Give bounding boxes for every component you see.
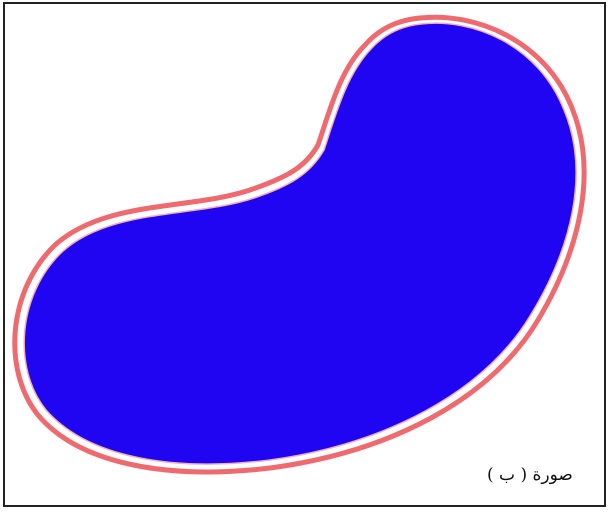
figure-caption: صورة ( ب ) bbox=[487, 465, 573, 485]
shape-body bbox=[24, 23, 576, 464]
